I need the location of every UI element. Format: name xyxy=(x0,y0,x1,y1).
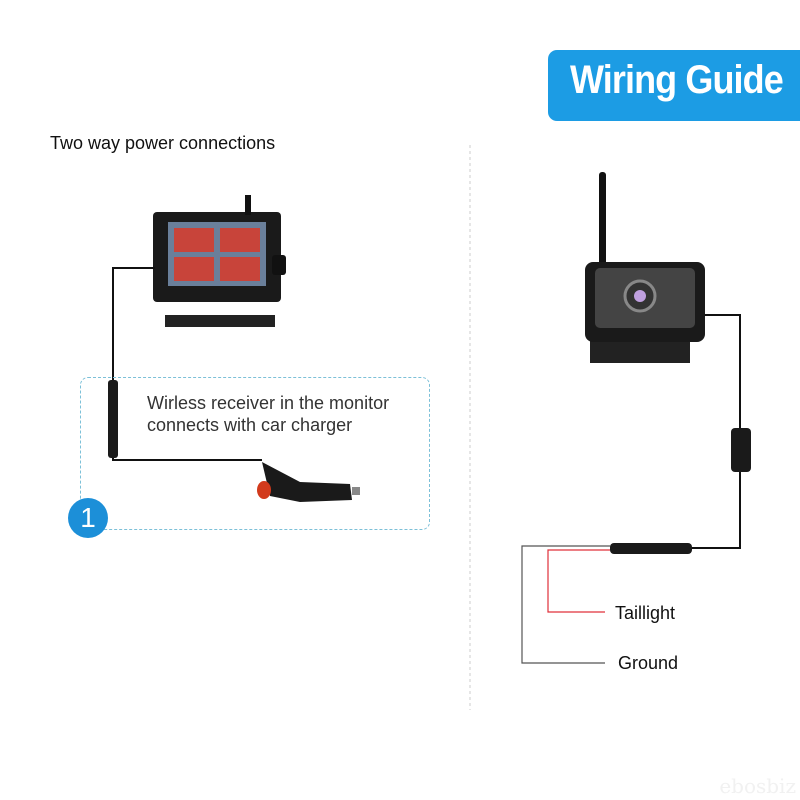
page-title: Wiring Guide xyxy=(570,58,784,102)
taillight-wire xyxy=(547,549,610,613)
camera-connector xyxy=(731,428,751,472)
camera-image xyxy=(585,172,705,363)
car-charger-image xyxy=(257,462,360,502)
monitor-image xyxy=(153,195,286,327)
taillight-label: Taillight xyxy=(615,603,676,623)
ground-wire xyxy=(521,545,610,664)
section-subtitle: Two way power connections xyxy=(50,133,276,153)
inline-connector xyxy=(108,380,118,458)
watermark: ebosbiz xyxy=(719,774,796,798)
step-number-badge: 1 xyxy=(68,498,108,538)
ground-label: Ground xyxy=(618,653,679,673)
monitor-power-wire xyxy=(112,267,262,461)
step-box xyxy=(80,377,430,530)
title-banner xyxy=(548,50,800,121)
description-line-2: connects with car charger xyxy=(147,415,353,435)
power-connector xyxy=(610,543,692,554)
description-line-1: Wirless receiver in the monitor xyxy=(147,393,390,413)
